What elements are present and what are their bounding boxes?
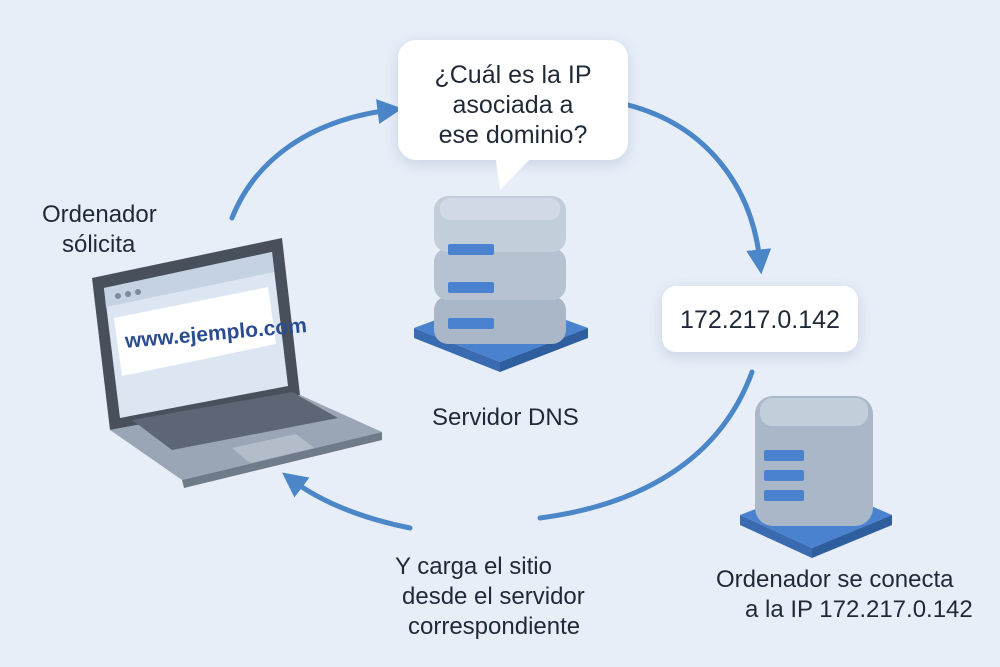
question-line-2: asociada a xyxy=(452,91,574,119)
dns-server-label: Servidor DNS xyxy=(432,404,579,431)
question-bubble-tail xyxy=(495,154,535,190)
question-bubble xyxy=(398,40,628,160)
laptop-illustration xyxy=(92,238,382,488)
return-label-line-1: Y carga el sitio xyxy=(395,553,552,580)
dns-server-illustration xyxy=(414,196,588,372)
laptop-label-line-1: Ordenador xyxy=(42,201,157,228)
arrow-ip-to-server xyxy=(537,369,755,521)
web-server-label-line-1: Ordenador se conecta xyxy=(716,566,954,593)
return-label-line-2: desde el servidor xyxy=(402,583,585,610)
web-server-label-line-2: a la IP 172.217.0.142 xyxy=(745,596,973,623)
arrow-back-to-laptop xyxy=(282,472,413,531)
ip-bubble-text: 172.217.0.142 xyxy=(680,306,840,334)
web-server-illustration xyxy=(740,396,892,558)
arrow-question-to-ip xyxy=(625,102,772,275)
ip-bubble xyxy=(662,286,858,352)
return-label-line-3: correspondiente xyxy=(408,613,581,640)
question-line-1: ¿Cuál es la IP xyxy=(434,61,592,89)
laptop-label-line-2: sólicita xyxy=(62,231,136,258)
question-line-3: ese dominio? xyxy=(438,121,588,149)
arrow-laptop-to-question xyxy=(229,99,403,221)
